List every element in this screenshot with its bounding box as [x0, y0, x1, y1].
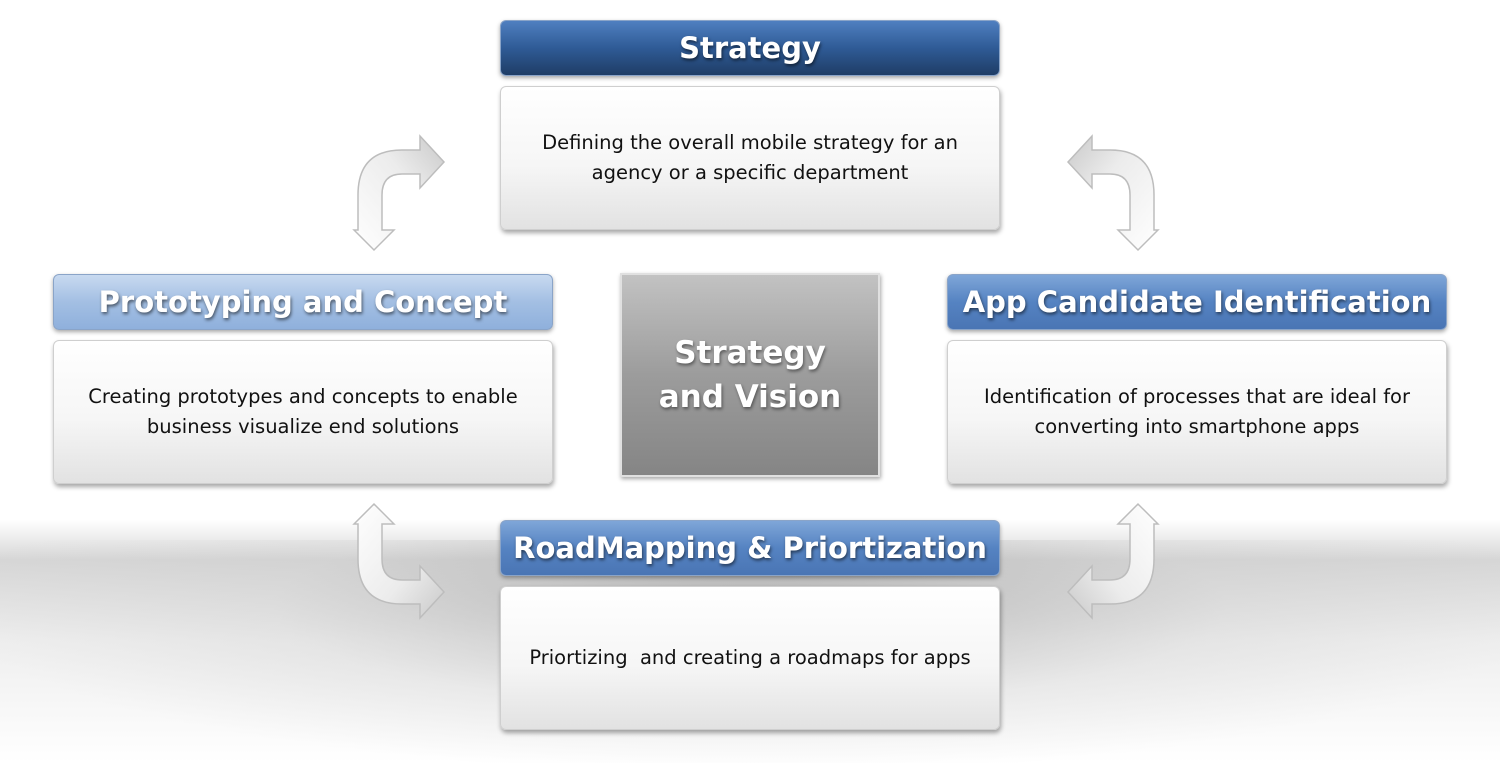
app-candidate-desc-line2: converting into smartphone apps: [1034, 415, 1360, 438]
roadmapping-desc-line1: Priortizing and creating a roadmaps for …: [529, 645, 971, 669]
arrow-app-candidate-to-roadmapping-icon: [1067, 503, 1159, 619]
strategy-desc-line2: agency or a specific department: [591, 161, 909, 184]
strategy-description: Defining the overall mobile strategy for…: [500, 86, 1000, 230]
prototyping-description: Creating prototypes and concepts to enab…: [53, 340, 553, 484]
strategy-title: Strategy: [500, 20, 1000, 76]
arrow-roadmapping-to-prototyping-icon: [353, 503, 445, 619]
app-candidate-description: Identification of processes that are ide…: [947, 340, 1447, 484]
arrow-prototyping-to-strategy-icon: [353, 135, 445, 251]
arrow-strategy-to-app-candidate-icon: [1067, 135, 1159, 251]
center-strategy-and-vision: Strategy and Vision: [620, 273, 880, 477]
center-line1: Strategy: [674, 334, 826, 371]
center-line2: and Vision: [658, 379, 842, 415]
app-candidate-title: App Candidate Identification: [947, 274, 1447, 330]
prototyping-title: Prototyping and Concept: [53, 274, 553, 330]
roadmapping-description: Priortizing and creating a roadmaps for …: [500, 586, 1000, 730]
app-candidate-desc-line1: Identification of processes that are ide…: [983, 384, 1411, 408]
roadmapping-title: RoadMapping & Priortization: [500, 520, 1000, 576]
prototyping-desc-line1: Creating prototypes and concepts to enab…: [88, 384, 518, 408]
prototyping-desc-line2: business visualize end solutions: [146, 415, 460, 438]
strategy-desc-line1: Defining the overall mobile strategy for…: [542, 130, 958, 154]
